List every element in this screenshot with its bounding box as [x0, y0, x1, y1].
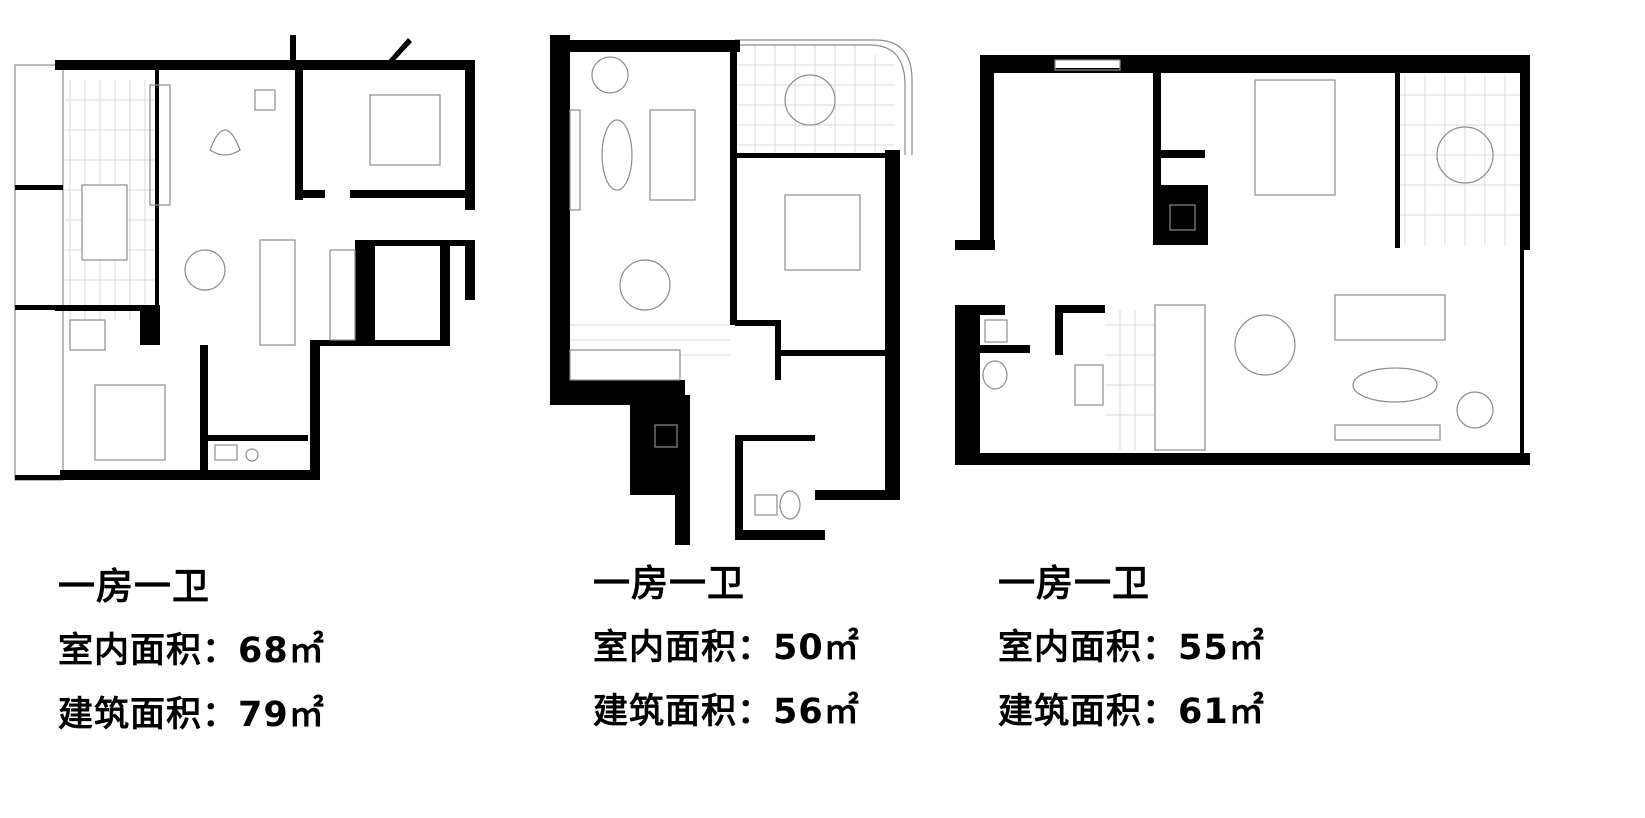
unit-3-caption: 一房一卫 室内面积：55㎡ 建筑面积：61㎡ — [998, 552, 1265, 744]
unit-1-indoor-area: 室内面积：68㎡ — [58, 619, 325, 683]
unit-1-caption: 一房一卫 室内面积：68㎡ 建筑面积：79㎡ — [58, 555, 325, 747]
unit-3-indoor-area-label: 室内面积： — [998, 628, 1179, 668]
unit-1-gross-area-label: 建筑面积： — [58, 695, 239, 735]
floor-plan-unit-2 — [550, 35, 920, 545]
unit-2-indoor-area-label: 室内面积： — [593, 628, 774, 668]
unit-2-type-label: 一房一卫 — [593, 562, 745, 605]
unit-3-gross-area-value: 61㎡ — [1178, 692, 1265, 732]
floor-plan-unit-1 — [10, 30, 500, 510]
unit-3-gross-area-label: 建筑面积： — [998, 692, 1179, 732]
unit-3-indoor-area: 室内面积：55㎡ — [998, 616, 1265, 680]
unit-3-type-label: 一房一卫 — [998, 562, 1150, 605]
balcony-tiles — [1105, 75, 1520, 450]
unit-3-indoor-area-value: 55㎡ — [1178, 628, 1265, 668]
unit-2-indoor-area: 室内面积：50㎡ — [593, 616, 860, 680]
unit-1-type-label: 一房一卫 — [58, 565, 210, 608]
unit-1-gross-area: 建筑面积：79㎡ — [58, 683, 325, 747]
unit-2-gross-area-value: 56㎡ — [773, 692, 860, 732]
unit-1-indoor-area-value: 68㎡ — [238, 631, 325, 671]
unit-2-gross-area: 建筑面积：56㎡ — [593, 680, 860, 744]
unit-1-gross-area-value: 79㎡ — [238, 695, 325, 735]
unit-2-caption: 一房一卫 室内面积：50㎡ 建筑面积：56㎡ — [593, 552, 860, 744]
unit-3-gross-area: 建筑面积：61㎡ — [998, 680, 1265, 744]
unit-1-indoor-area-label: 室内面积： — [58, 631, 239, 671]
unit-2-indoor-area-value: 50㎡ — [773, 628, 860, 668]
unit-2-gross-area-label: 建筑面积： — [593, 692, 774, 732]
floor-plan-unit-3 — [955, 55, 1545, 475]
